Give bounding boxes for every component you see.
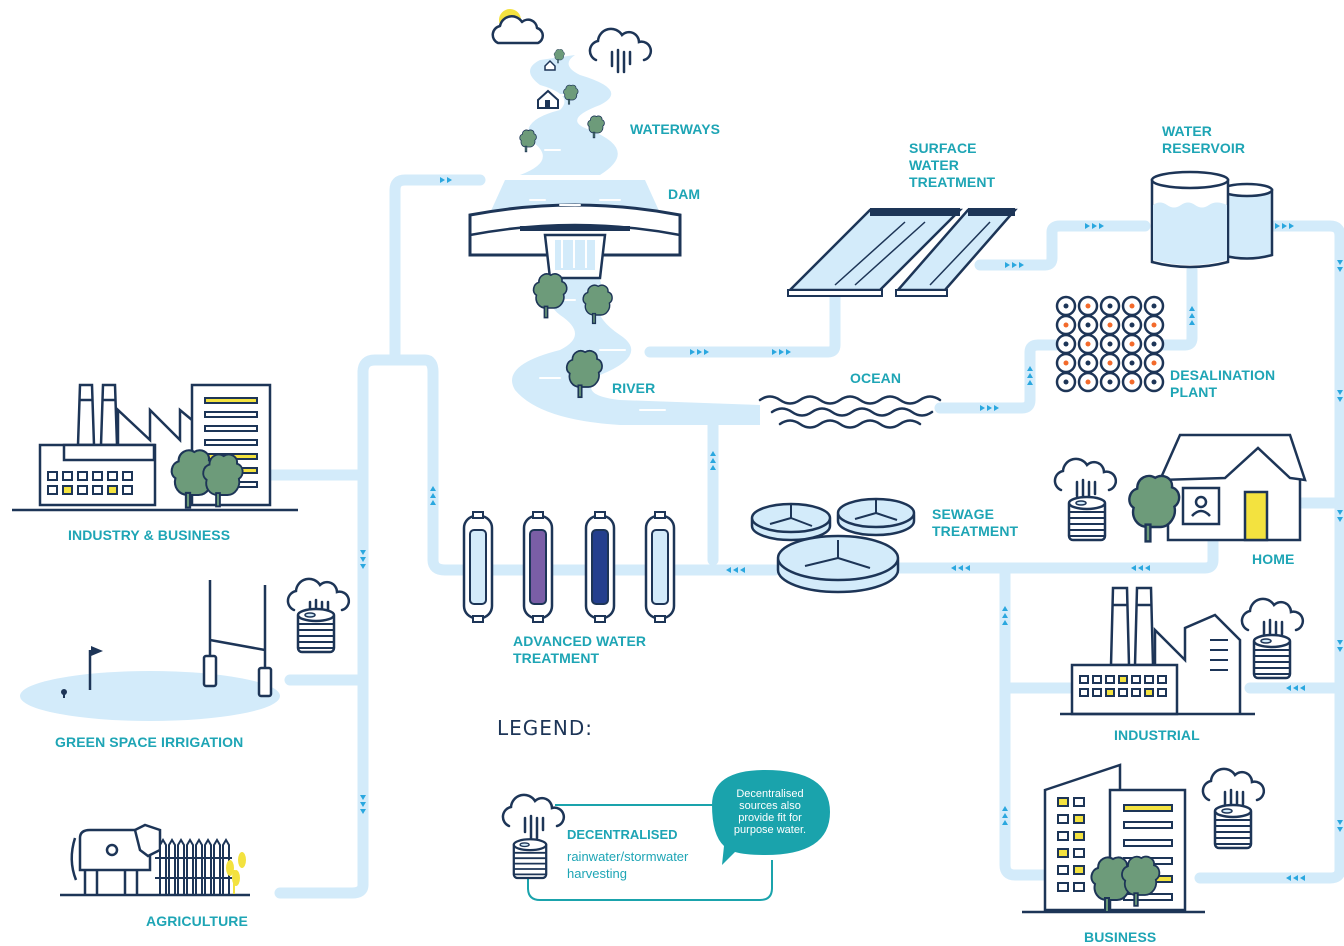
filter-cartridge-icon xyxy=(462,511,494,623)
label-green-space-irrigation: GREEN SPACE IRRIGATION xyxy=(55,734,244,750)
sun-cloud-icon xyxy=(491,9,544,45)
wheat-icon xyxy=(226,852,246,894)
arrow-icon xyxy=(1085,223,1104,229)
label-waterways: WATERWAYS xyxy=(630,121,721,137)
arrow-icon xyxy=(1337,510,1343,522)
home-icon xyxy=(1158,433,1307,542)
ocean-waves-icon xyxy=(758,395,942,429)
pipe-network xyxy=(264,174,1344,899)
advanced-water-treatment-filters xyxy=(462,511,676,623)
arrow-icon xyxy=(1027,366,1033,385)
legend-title: LEGEND: xyxy=(497,716,594,740)
label-dam: DAM xyxy=(668,186,701,202)
filter-cartridge-icon xyxy=(522,511,554,623)
house-icon xyxy=(537,59,559,109)
arrow-icon xyxy=(772,349,791,355)
label-home: HOME xyxy=(1252,551,1295,567)
arrow-icon xyxy=(710,451,716,470)
arrow-icon xyxy=(430,486,436,505)
dam xyxy=(468,180,682,280)
arrow-icon xyxy=(1286,875,1305,881)
arrow-icon xyxy=(360,550,366,569)
label-business: BUSINESS xyxy=(1084,929,1157,945)
legend-description: rainwater/stormwater harvesting xyxy=(567,849,689,881)
label-ocean: OCEAN xyxy=(850,370,902,386)
industrial-icon xyxy=(1060,586,1255,716)
label-industry-business: INDUSTRY & BUSINESS xyxy=(68,527,231,543)
rain-cloud-icon xyxy=(588,27,653,74)
label-agriculture: AGRICULTURE xyxy=(146,913,248,929)
arrow-icon xyxy=(1002,606,1008,625)
sewage-treatment-icon xyxy=(750,497,916,594)
arrow-icon xyxy=(1005,262,1024,268)
arrow-icon xyxy=(690,349,709,355)
legend-heading: DECENTRALISED xyxy=(567,827,678,842)
arrow-icon xyxy=(726,567,745,573)
arrow-icon xyxy=(360,795,366,814)
flow-arrows xyxy=(360,177,1343,881)
legend-box xyxy=(501,770,830,901)
desalination-plant-icon xyxy=(1055,295,1165,393)
arrow-icon xyxy=(1131,565,1150,571)
filter-cartridge-icon xyxy=(584,511,616,623)
arrow-icon xyxy=(1337,260,1343,272)
arrow-icon xyxy=(1337,390,1343,402)
arrow-icon xyxy=(980,405,999,411)
surface-water-treatment-icon xyxy=(786,208,1018,297)
water-reservoir-icon xyxy=(1150,170,1274,269)
green-space-icon xyxy=(20,580,280,721)
agriculture-icon xyxy=(60,823,250,897)
flag-icon xyxy=(91,646,103,656)
arrow-icon xyxy=(951,565,970,571)
label-industrial: INDUSTRIAL xyxy=(1114,727,1200,743)
arrow-icon xyxy=(1337,820,1343,832)
arrow-icon xyxy=(1275,223,1294,229)
arrow-icon xyxy=(1189,306,1195,325)
label-river: RIVER xyxy=(612,380,656,396)
arrow-icon xyxy=(1337,640,1343,652)
industry-business-icon xyxy=(12,383,298,512)
arrow-icon xyxy=(440,177,452,183)
arrow-icon xyxy=(1286,685,1305,691)
arrow-icon xyxy=(1002,806,1008,825)
filter-cartridge-icon xyxy=(644,511,676,623)
